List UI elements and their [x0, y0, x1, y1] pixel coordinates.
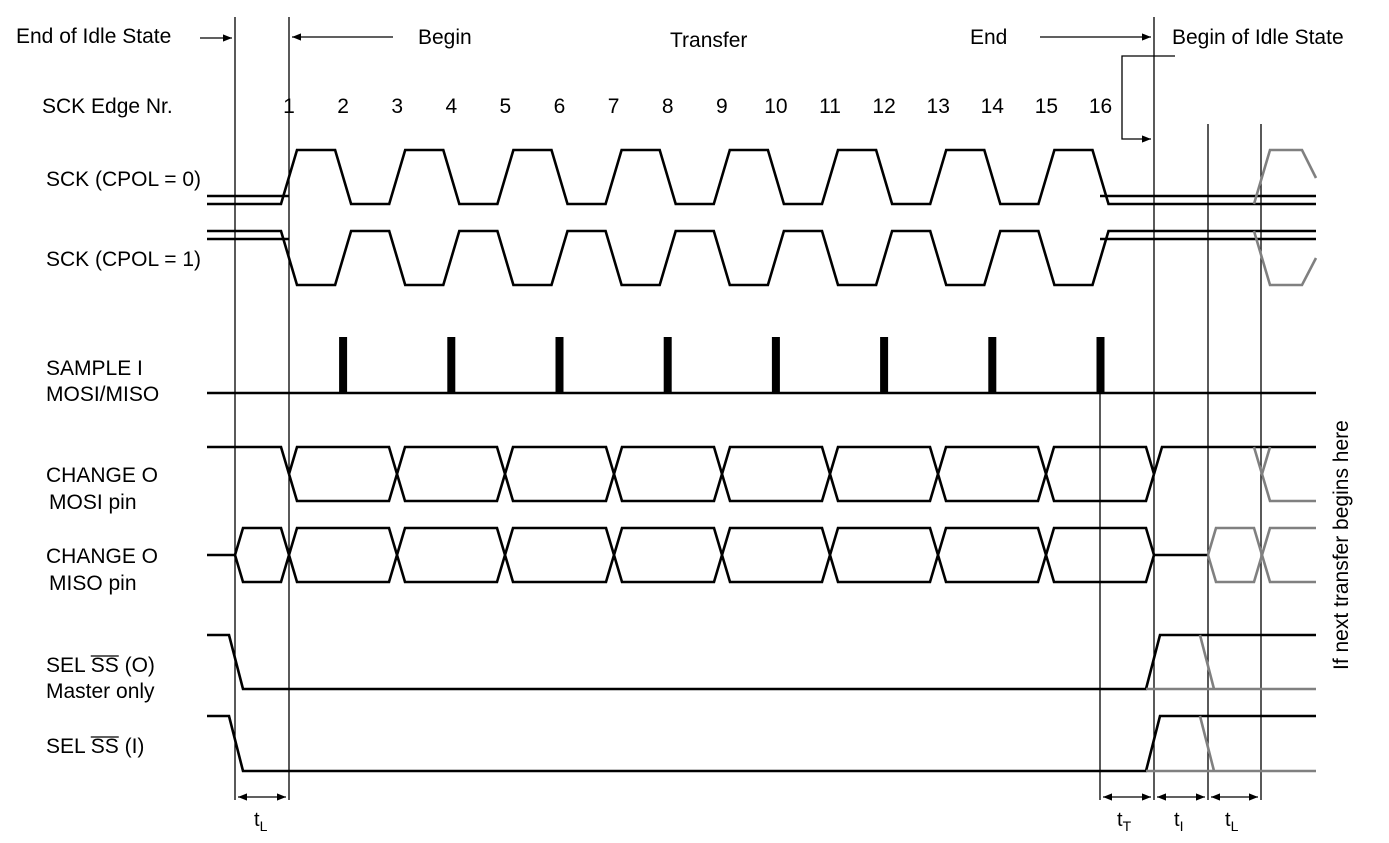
sck-cpol0-next — [1252, 148, 1318, 205]
mosi-lead — [207, 445, 291, 475]
ss-in-next — [1146, 715, 1316, 773]
sck-edge-number: 4 — [445, 95, 457, 118]
ss-out-label-2: Master only — [46, 680, 155, 703]
ti-label: tI — [1174, 809, 1183, 834]
sck-cpol1-next — [1252, 230, 1318, 287]
sample-pulse — [880, 337, 889, 393]
sck-edge-number: 6 — [554, 95, 566, 118]
tl-left-label: tL — [254, 809, 268, 834]
ss-in-wave — [207, 714, 1316, 773]
sample-pulse — [1096, 337, 1105, 393]
sck-edge-number: 11 — [819, 95, 841, 118]
mosi-next-2 — [1260, 446, 1272, 475]
sck-edge-number: 15 — [1035, 95, 1058, 118]
sample-pulse — [555, 337, 564, 393]
sck-edge-number: 9 — [716, 95, 728, 118]
sck-edge-number: 2 — [337, 95, 349, 118]
sck-edge-number: 12 — [872, 95, 895, 118]
sck-cpol1-label: SCK (CPOL = 1) — [46, 248, 201, 271]
side-note: If next transfer begins here — [1330, 420, 1353, 670]
sck-edge-label: SCK Edge Nr. — [42, 95, 173, 118]
sample-pulse — [663, 337, 672, 393]
miso-next — [1206, 526, 1316, 584]
sample-pulse — [771, 337, 780, 393]
sck-edge-number: 16 — [1089, 95, 1112, 118]
sample-label-1: SAMPLE I — [46, 357, 143, 380]
sample-pulse — [988, 337, 997, 393]
waveforms — [207, 148, 1318, 773]
miso-label-2: MISO pin — [49, 572, 137, 595]
sck-cpol0-label: SCK (CPOL = 0) — [46, 168, 201, 191]
tt-label: tT — [1117, 809, 1132, 834]
sck-edge-number: 13 — [927, 95, 950, 118]
sck-edge-number: 8 — [662, 95, 674, 118]
sck-cpol1-wave — [207, 229, 1316, 287]
sck-edge-number: 3 — [391, 95, 403, 118]
sample-pulse — [447, 337, 456, 393]
miso-label-1: CHANGE O — [46, 545, 158, 568]
begin-label: Begin — [418, 26, 472, 49]
mosi-next — [1252, 446, 1316, 503]
mosi-label-1: CHANGE O — [46, 464, 158, 487]
sck-edge-number: 10 — [764, 95, 787, 118]
ss-out-next — [1146, 634, 1316, 691]
end-label: End — [970, 26, 1007, 49]
tl-right-label: tL — [1225, 809, 1239, 834]
miso-bus — [233, 526, 1156, 584]
sck-edge-number: 7 — [608, 95, 620, 118]
ss-in-label: SEL SS (I) — [46, 735, 144, 758]
sck-cpol0-wave — [207, 148, 1316, 206]
mosi-tail — [1152, 445, 1316, 475]
end-of-idle-label: End of Idle State — [16, 25, 171, 48]
sample-pulse — [339, 337, 348, 393]
ss-out-label: SEL SS (O) — [46, 654, 155, 677]
mosi-bus — [287, 445, 1156, 503]
sck-edge-number: 5 — [500, 95, 512, 118]
mosi-label-2: MOSI pin — [49, 491, 137, 514]
sample-label-2: MOSI/MISO — [46, 383, 159, 406]
transfer-label: Transfer — [670, 29, 747, 52]
sck-edge-number: 14 — [981, 95, 1005, 118]
ss-out-wave — [207, 633, 1316, 691]
begin-of-idle-label: Begin of Idle State — [1172, 26, 1344, 49]
idle-bracket-arrow — [1121, 55, 1175, 143]
